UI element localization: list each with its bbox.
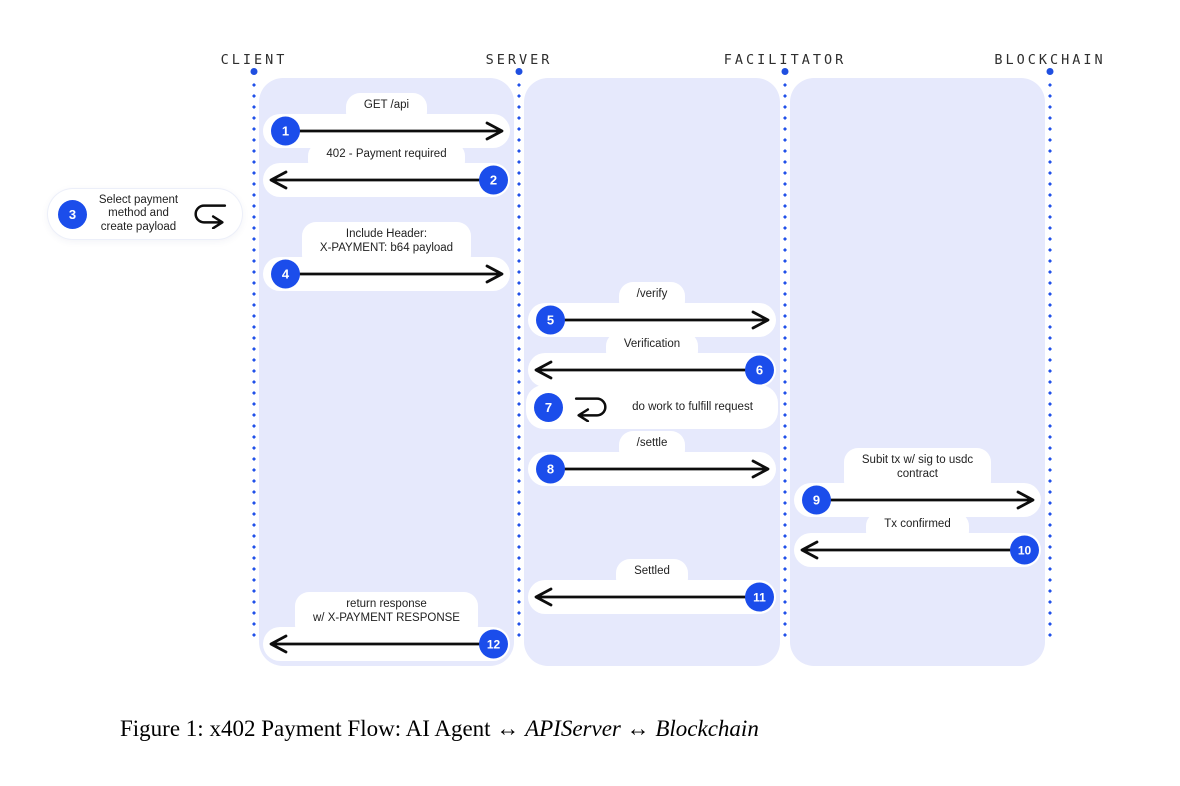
message-row-7: 7 do work to fulfill request (524, 385, 780, 429)
message-label: GET /api (345, 93, 428, 126)
step-badge-8: 8 (536, 454, 565, 484)
message-label: do work to fulfill request (632, 401, 753, 413)
arrow-left-icon (800, 540, 1013, 560)
actor-header-server: SERVER (485, 52, 553, 68)
actor-header-client: CLIENT (220, 52, 288, 68)
lane-panel (790, 78, 1045, 666)
caption-segment: Figure 1: x402 Payment Flow: AI Agent (120, 716, 497, 741)
note-label: Select payment method and create payload (98, 193, 179, 233)
arrow-left-icon (269, 170, 482, 190)
message-label: Settled (616, 559, 688, 592)
message-label: Verification (605, 332, 699, 365)
step-badge-4: 4 (271, 259, 300, 289)
lifeline-facilitator (783, 80, 787, 640)
step-badge-6: 6 (745, 355, 774, 385)
step-badge-3: 3 (58, 199, 87, 229)
step-badge-12: 12 (479, 629, 508, 659)
lifeline-server (517, 80, 521, 640)
step-badge-9: 9 (802, 485, 831, 515)
caption-segment: ↔ (626, 716, 650, 741)
message-label: Tx confirmed (866, 512, 969, 545)
caption-segment: ↔ (496, 716, 520, 741)
figure-caption: Figure 1: x402 Payment Flow: AI Agent ↔ … (120, 712, 759, 746)
message-label: 402 - Payment required (308, 142, 465, 175)
arrow-left-icon (269, 634, 482, 654)
message-row-11: Settled 11 (524, 559, 780, 614)
caption-italic-segment: APIServer (525, 716, 621, 741)
step-badge-7: 7 (534, 392, 563, 422)
step-badge-10: 10 (1010, 535, 1039, 565)
arrow-right-icon (556, 459, 770, 479)
lifeline-dot (250, 68, 258, 75)
lifeline-client (252, 80, 256, 640)
self-message-body: 7 do work to fulfill request (526, 385, 778, 429)
message-label: /verify (618, 282, 686, 315)
arrow-left-icon (534, 587, 748, 607)
arrow-right-icon (291, 264, 504, 284)
message-label: /settle (618, 431, 686, 464)
step-badge-5: 5 (536, 305, 565, 335)
message-label: Include Header:X-PAYMENT: b64 payload (301, 222, 472, 269)
arrow-right-icon (822, 490, 1035, 510)
message-arrow-track: 8 (528, 452, 776, 486)
arrow-right-icon (291, 121, 504, 141)
message-row-2: 402 - Payment required 2 (259, 142, 514, 197)
message-row-10: Tx confirmed 10 (790, 512, 1045, 567)
lifeline-blockchain (1048, 80, 1052, 640)
actor-header-facilitator: FACILITATOR (723, 52, 847, 68)
step-badge-2: 2 (479, 165, 508, 195)
message-row-6: Verification 6 (524, 332, 780, 387)
lifeline-dot (515, 68, 523, 75)
message-arrow-track: 9 (794, 483, 1041, 517)
actor-header-blockchain: BLOCKCHAIN (994, 52, 1106, 68)
arrow-left-icon (534, 360, 748, 380)
message-row-1: GET /api 1 (259, 93, 514, 148)
arrow-right-icon (556, 310, 770, 330)
step-badge-11: 11 (745, 582, 774, 612)
message-row-8: /settle 8 (524, 431, 780, 486)
caption-italic-segment: Blockchain (655, 716, 759, 741)
note-select-payment: 3 Select payment method and create payloa… (48, 189, 242, 239)
step-badge-1: 1 (271, 116, 300, 146)
self-loop-icon (574, 397, 607, 422)
lifeline-dot (781, 68, 789, 75)
message-row-5: /verify 5 (524, 282, 780, 337)
lifeline-dot (1046, 68, 1054, 75)
self-loop-icon (194, 204, 227, 229)
